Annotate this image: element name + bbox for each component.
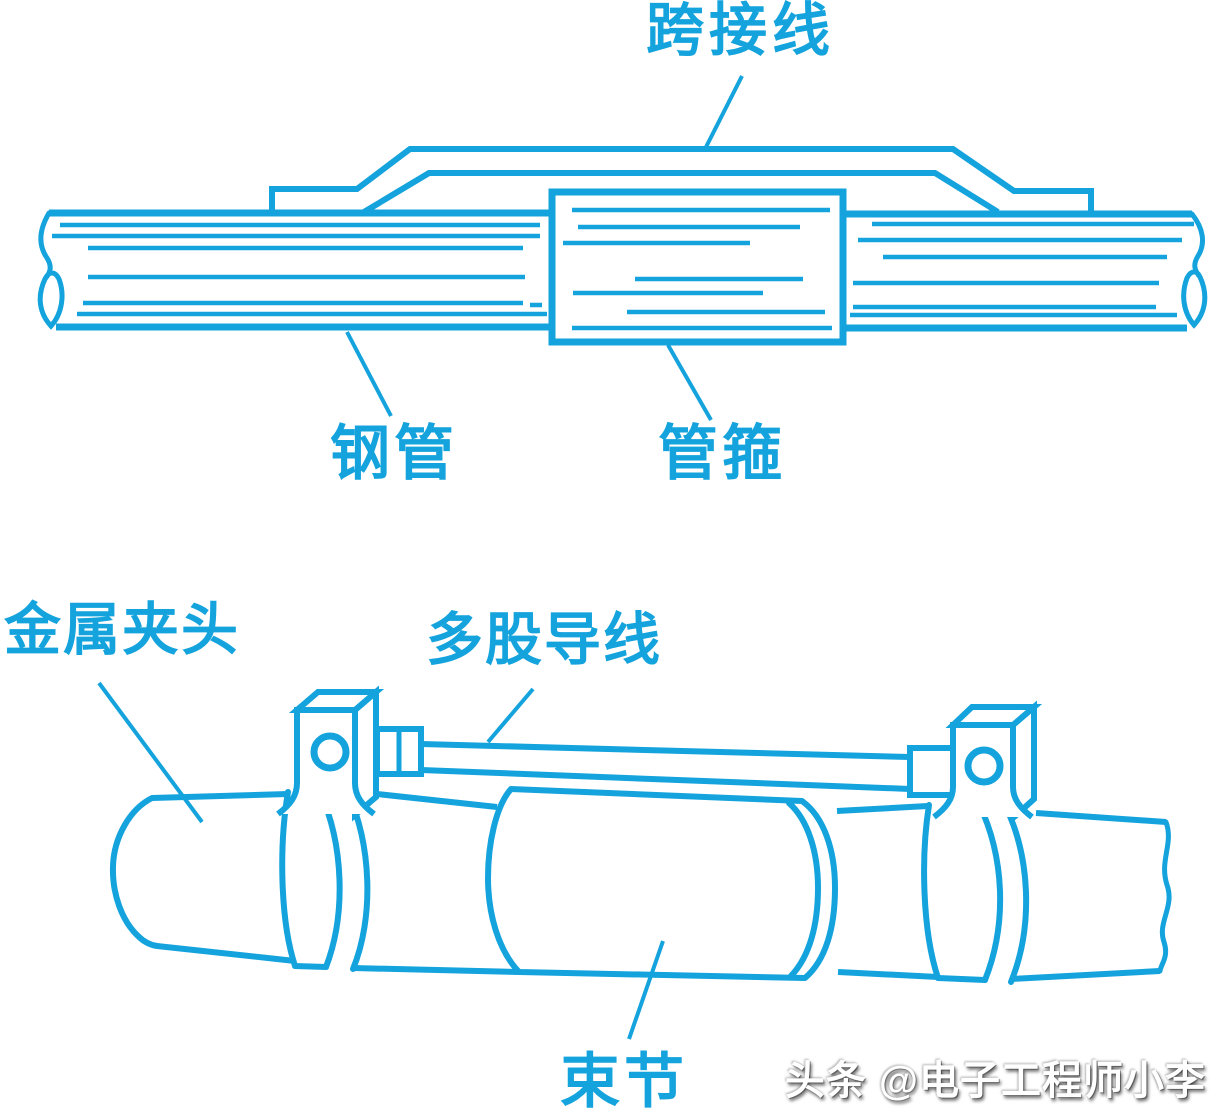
left-bolt-hole <box>310 732 350 772</box>
right-clamp-band <box>921 801 1030 985</box>
pipe-gap-right-top <box>836 803 929 814</box>
label-metal-clamp-head: 金属夹头 <box>4 599 240 662</box>
pipe-hatch-right <box>850 221 1194 318</box>
leader-jumper-wire <box>702 75 744 152</box>
pipe-gap-right-bottom <box>837 969 939 980</box>
leader-coupling <box>627 940 665 1040</box>
leader-steel-pipe <box>345 331 393 417</box>
leader-stranded-wire <box>486 687 535 744</box>
label-steel-pipe: 钢管 <box>330 421 458 487</box>
pipe-break-left <box>37 210 65 330</box>
left-lug-front-stroke <box>276 707 376 817</box>
stranded-wire-bottom-line <box>420 767 911 792</box>
label-pipe-clamp: 管箍 <box>658 421 786 487</box>
jumper-wire-outer-line <box>269 146 1094 213</box>
pipe-gap-left-top <box>376 791 498 810</box>
label-jumper-wire: 跨接线 <box>646 0 836 63</box>
right-lug-front-stroke <box>932 722 1034 820</box>
leader-metal-clamp-head <box>97 681 204 824</box>
right-pipe-top-edge <box>1035 810 1167 825</box>
jumper-wire-inner-line <box>362 170 1000 215</box>
leader-pipe-clamp <box>666 344 713 421</box>
label-coupling: 束节 <box>560 1049 688 1115</box>
left-pipe-top-edge <box>151 791 289 801</box>
right-bolt-hole <box>964 746 1004 786</box>
bottom-figure <box>97 681 1172 1040</box>
coupling-body <box>485 786 838 981</box>
clamp-hatch <box>563 207 832 331</box>
right-pipe-break <box>1157 819 1172 974</box>
right-clamp-head <box>932 700 1043 825</box>
label-stranded-wire: 多股导线 <box>426 609 662 672</box>
coupling-rim-inner-arc <box>786 800 822 979</box>
pipe-gap-left-bottom <box>352 965 520 975</box>
pipe-hatch-left <box>52 222 547 317</box>
right-pipe-bottom-edge <box>1010 968 1161 982</box>
top-figure <box>37 75 1208 421</box>
left-pipe-rounded-end <box>109 795 160 949</box>
pipe-break-right <box>1181 211 1208 329</box>
left-clamp-head <box>276 685 385 822</box>
stranded-wire-top-line <box>420 741 911 760</box>
left-pipe-bottom-edge <box>156 943 296 964</box>
pipe-clamp-sleeve <box>548 188 847 346</box>
right-wire-fitting <box>907 745 956 798</box>
watermark-text: 头条 @电子工程师小李 <box>784 1059 1206 1103</box>
